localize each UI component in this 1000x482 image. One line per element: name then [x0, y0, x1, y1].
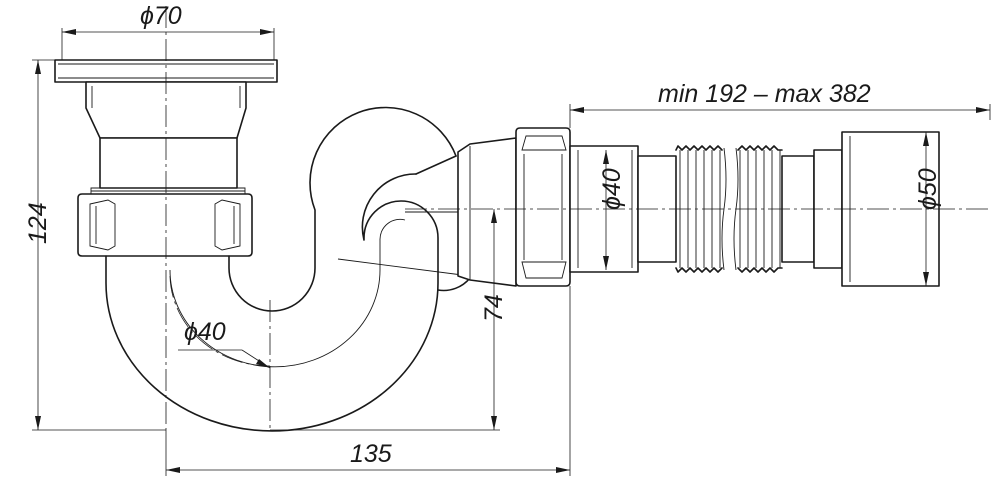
- dim-extension-range-label: min 192 – max 382: [658, 80, 871, 108]
- dim-trap-diameter-label: ϕ40: [184, 318, 226, 346]
- dim-total-height-label: 124: [24, 202, 52, 244]
- top-union-nut: [77, 193, 253, 257]
- dim-outer-outlet-diameter: ϕ50: [914, 132, 942, 286]
- drain-neck: [99, 137, 238, 189]
- center-lines: [165, 6, 990, 430]
- outlet-union-nut: [515, 127, 571, 287]
- dim-inner-outlet-diameter: ϕ40: [598, 150, 626, 270]
- dim-trap-diameter: ϕ40: [178, 318, 271, 369]
- dim-top-diameter-label: ϕ70: [140, 2, 182, 30]
- dim-top-diameter: ϕ70: [61, 2, 275, 60]
- dim-total-height: 124: [24, 59, 166, 431]
- outlet-collar: [457, 137, 517, 287]
- dim-extension-range: min 192 – max 382: [569, 80, 991, 128]
- dim-trap-depth-label: 74: [480, 294, 508, 322]
- dim-horizontal-length: 135: [165, 286, 571, 476]
- dim-horizontal-length-label: 135: [350, 440, 392, 468]
- dim-inner-outlet-diameter-label: ϕ40: [598, 168, 626, 210]
- dim-outer-outlet-diameter-label: ϕ50: [914, 168, 942, 210]
- dim-trap-depth: 74: [270, 209, 508, 431]
